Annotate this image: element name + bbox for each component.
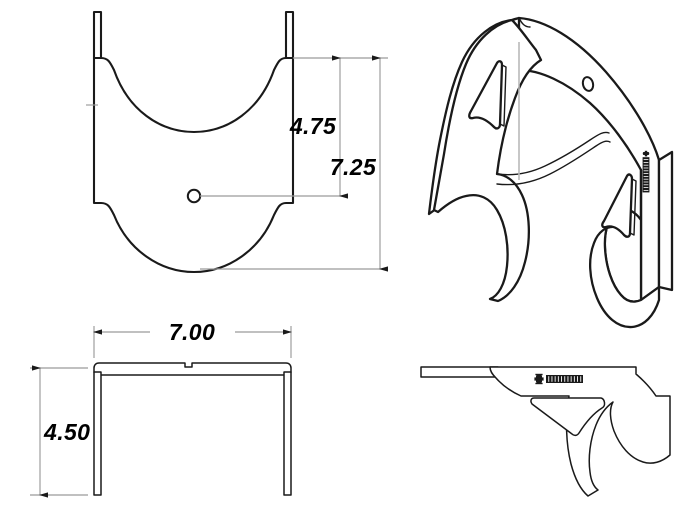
mounting-tab-left: [92, 10, 103, 60]
iso-top-notch: [518, 17, 531, 28]
dimension-7-00: 7.00: [93, 319, 292, 358]
iso-saddle-front-edge-offset: [496, 140, 611, 186]
front-view: 4.75 7.25: [86, 10, 388, 274]
mounting-tab-right: [284, 10, 295, 60]
dim-label-4-75: 4.75: [289, 113, 337, 139]
iso-right-wing-lower: [589, 209, 661, 329]
dimension-4-50: 4.50: [30, 365, 90, 498]
side-view: [420, 366, 671, 497]
triangular-lightening-hole-right: [601, 173, 634, 238]
isometric-view: [427, 16, 674, 329]
manufacturer-logo-side: [534, 373, 583, 385]
saddle-plate-body: [92, 56, 295, 274]
triangular-lightening-hole-left: [468, 60, 504, 130]
iso-right-flange: [657, 150, 674, 292]
dim-label-7-00: 7.00: [169, 319, 215, 345]
section-view: 7.00 4.50: [30, 319, 292, 498]
iso-left-wing: [432, 18, 543, 303]
iso-through-hole: [581, 76, 595, 92]
dimension-7-25: 7.25: [200, 55, 388, 272]
side-view-mounting-lip: [420, 366, 499, 378]
triangular-hole-right-thickness: [629, 178, 637, 236]
triangular-lightening-hole-side: [530, 397, 606, 437]
dim-label-7-25: 7.25: [330, 154, 377, 180]
dim-label-4-50: 4.50: [43, 419, 90, 445]
center-through-hole: [186, 188, 202, 204]
triangular-hole-left-thickness: [499, 64, 507, 127]
iso-saddle-front-edge: [496, 131, 610, 176]
manufacturer-logo-isometric: [642, 150, 650, 193]
dimension-4-75: 4.75: [200, 55, 348, 199]
channel-leg-left: [93, 371, 102, 496]
channel-leg-right: [283, 371, 292, 496]
channel-top-member: [93, 362, 292, 376]
